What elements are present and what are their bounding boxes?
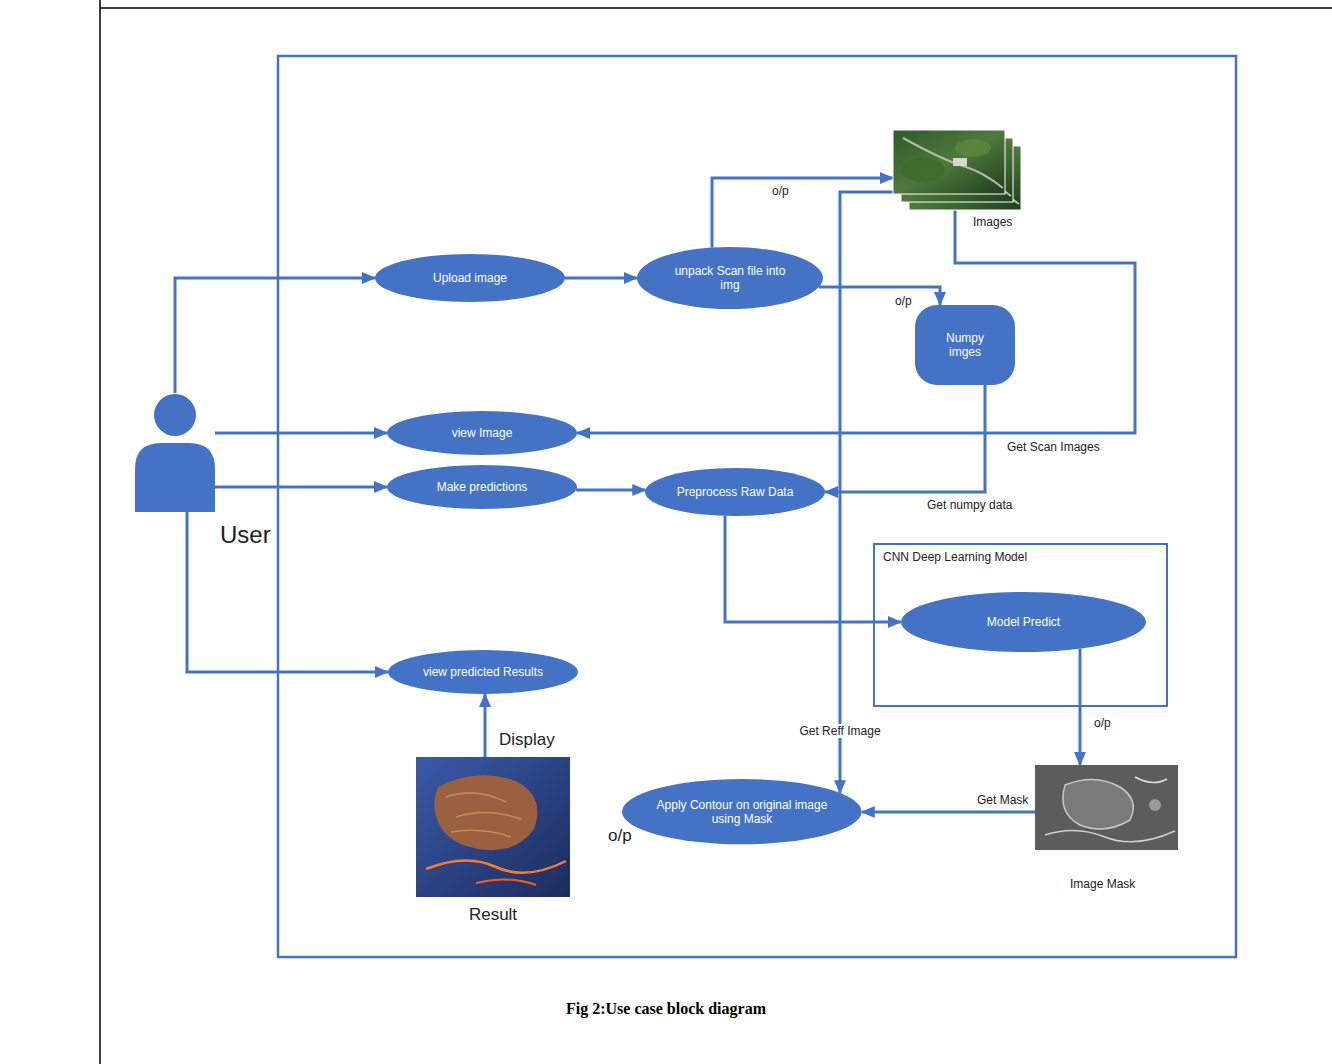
shape-text: Numpy imges xyxy=(930,331,1000,360)
shape-part xyxy=(154,394,196,436)
shape-part xyxy=(416,757,570,897)
flow-connector xyxy=(577,210,1135,433)
data-box: Numpy imges xyxy=(915,305,1015,385)
flow-connector xyxy=(819,287,940,305)
shape-part xyxy=(375,254,565,302)
shape-text: Upload image xyxy=(433,271,507,285)
shape-text: unpack Scan file into img xyxy=(666,264,794,293)
shape-part xyxy=(893,130,1005,194)
use-case-ellipse: unpack Scan file into img xyxy=(637,247,823,309)
shape-part xyxy=(434,775,537,850)
shape-part xyxy=(901,592,1146,652)
flow-connector xyxy=(576,489,645,492)
shape-part xyxy=(387,465,577,509)
shape-part xyxy=(953,158,967,166)
actor-icon-shape xyxy=(135,393,215,512)
shape-text: view Image xyxy=(452,426,513,440)
flow-connector xyxy=(712,178,893,248)
shape-label: Image Mask xyxy=(1070,878,1135,892)
image-stack-picture: Images xyxy=(893,130,1021,210)
page-frame-line xyxy=(100,7,1332,9)
use-case-ellipse: view predicted Results xyxy=(388,650,578,694)
shape-part xyxy=(387,411,577,455)
shape-text: Model Predict xyxy=(987,615,1060,629)
shape-text: Make predictions xyxy=(437,480,528,494)
edge-label: Get Scan Images xyxy=(1005,440,1102,454)
result-picture: Result xyxy=(416,757,570,897)
system-boundary xyxy=(278,56,1236,957)
image-stack-picture-shape xyxy=(893,130,1021,210)
mask-picture: Image Mask xyxy=(1035,765,1178,850)
figure-caption: Fig 2:Use case block diagram xyxy=(566,1000,766,1018)
flow-connector xyxy=(187,512,388,672)
edge-label: o/p xyxy=(893,294,914,308)
shape-part xyxy=(1063,779,1133,829)
flow-connector xyxy=(175,278,375,393)
use-case-ellipse: Upload image xyxy=(375,254,565,302)
shape-text: Apply Contour on original image using Ma… xyxy=(651,798,833,827)
use-case-ellipse: Apply Contour on original image using Ma… xyxy=(622,779,862,844)
shape-part xyxy=(426,860,566,872)
page-frame-line xyxy=(99,0,101,1064)
shape-part xyxy=(915,305,1015,385)
output-note: o/p xyxy=(606,826,634,846)
edge-label: o/p xyxy=(1092,716,1113,730)
flow-connector xyxy=(565,277,637,280)
shape-part xyxy=(955,139,991,157)
shape-part xyxy=(1149,799,1161,811)
mask-picture-shape xyxy=(1035,765,1178,850)
flow-connector xyxy=(862,811,1035,814)
shape-part xyxy=(637,247,823,309)
shape-part xyxy=(893,130,1005,194)
model-container: CNN Deep Learning ModelModel Predict xyxy=(873,543,1168,707)
shape-label: Images xyxy=(973,216,1012,230)
edge-label: o/p xyxy=(770,184,791,198)
edge-label: Get numpy data xyxy=(925,498,1014,512)
flow-connector xyxy=(840,192,893,793)
flow-connector xyxy=(825,385,985,492)
result-picture-shape xyxy=(416,757,570,897)
shape-part xyxy=(135,443,215,512)
shape-text: view predicted Results xyxy=(423,665,543,679)
edge-label: Get Reff Image xyxy=(797,724,882,738)
shape-label: User xyxy=(220,521,271,549)
shape-part xyxy=(901,158,945,182)
shape-part xyxy=(1045,830,1175,841)
shape-part xyxy=(476,879,536,885)
use-case-ellipse: Make predictions xyxy=(387,465,577,509)
flow-connector xyxy=(215,432,387,435)
actor-icon: User xyxy=(135,393,215,512)
edge-label: Get Mask xyxy=(975,793,1030,807)
use-case-ellipse: view Image xyxy=(387,411,577,455)
shape-part xyxy=(903,138,1003,188)
shape-part xyxy=(446,793,521,837)
edge-label: Display xyxy=(497,730,557,750)
shape-part xyxy=(622,779,862,844)
shape-label: Result xyxy=(469,905,517,925)
shape-text: Preprocess Raw Data xyxy=(677,485,794,499)
shape-part xyxy=(388,650,578,694)
shape-part xyxy=(1135,777,1167,783)
flow-connector xyxy=(484,694,487,757)
use-case-ellipse: Preprocess Raw Data xyxy=(645,468,825,516)
flow-connector xyxy=(215,486,387,489)
shape-part xyxy=(645,468,825,516)
shape-label: CNN Deep Learning Model xyxy=(883,551,1027,565)
shape-part xyxy=(1035,765,1178,850)
use-case-ellipse: Model Predict xyxy=(901,592,1146,652)
